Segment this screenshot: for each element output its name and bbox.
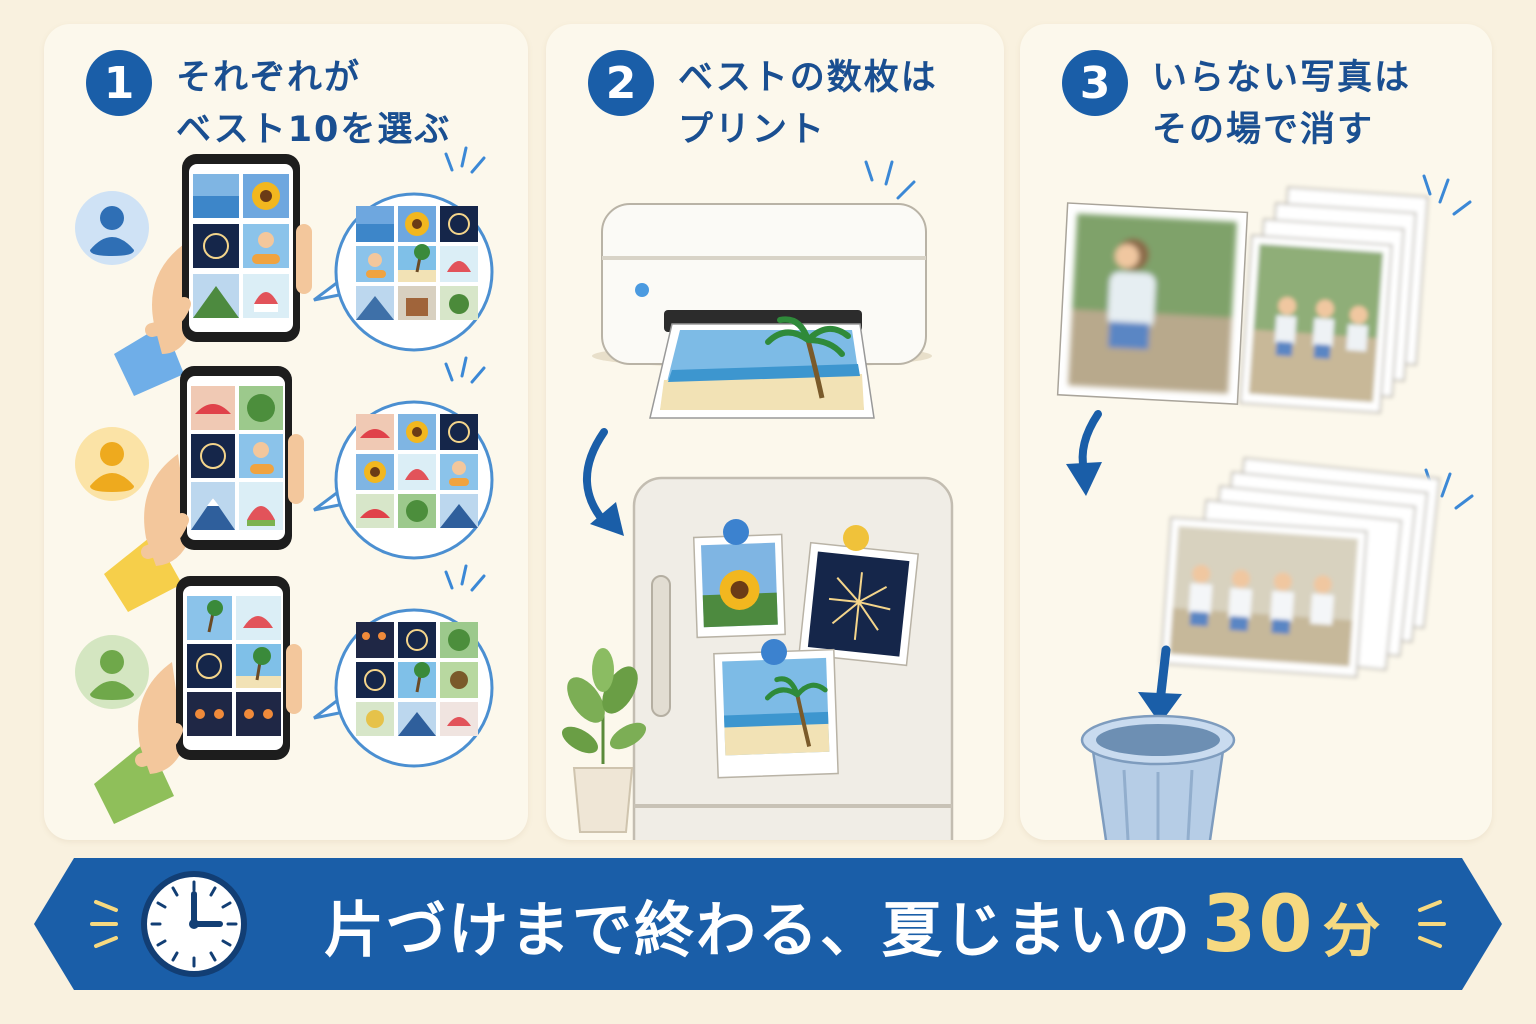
user-row-1 <box>75 146 494 396</box>
magnet-icon <box>843 525 869 551</box>
smartphone-icon <box>176 576 290 760</box>
banner-sparkle-right <box>1418 900 1446 948</box>
step-2-number-badge: 2 <box>588 50 654 116</box>
printer-icon <box>592 203 932 419</box>
magnet-photo-fireworks <box>798 541 920 667</box>
clock-icon <box>141 871 247 977</box>
smartphone-icon <box>182 154 300 342</box>
step-1-title: それぞれが ベスト10を選ぶ <box>176 52 451 156</box>
step-3-illustration <box>1056 174 1474 840</box>
user-avatar-icon <box>75 635 149 709</box>
smartphone-icon <box>180 366 292 550</box>
step-1-header: 1 それぞれが ベスト10を選ぶ <box>86 50 451 156</box>
step-3-number-badge: 3 <box>1062 50 1128 116</box>
banner-sparkle-left <box>90 900 118 948</box>
step-3-header: 3 いらない写真は その場で消す <box>1062 50 1411 156</box>
banner-text: 片づけまで終わる、夏じまいの <box>324 896 1192 966</box>
magnet-icon <box>761 639 787 665</box>
blurry-photo-stack <box>1239 186 1429 414</box>
step-3-panel: 3 いらない写真は その場で消す <box>1020 24 1492 840</box>
step-2-panel: 2 ベストの数枚は プリント <box>546 24 1004 840</box>
step-1-title-line2: ベスト10を選ぶ <box>176 110 452 150</box>
user-row-3 <box>75 564 494 824</box>
user-row-2 <box>75 356 494 612</box>
magnet-photo-beach <box>713 648 839 779</box>
step-1-illustration <box>75 146 494 824</box>
user-avatar-icon <box>75 191 149 265</box>
step-3-title-line1: いらない写真は <box>1152 58 1412 98</box>
blurry-photo-large <box>1056 202 1249 405</box>
step-3-title-line2: その場で消す <box>1152 110 1375 150</box>
magnet-icon <box>723 519 749 545</box>
blurry-photo-stack-lower <box>1160 457 1441 678</box>
step-2-illustration <box>561 160 954 840</box>
down-arrow-icon <box>582 428 624 536</box>
banner-number: 30 <box>1202 880 1315 970</box>
user-avatar-icon <box>75 427 149 501</box>
plant-icon <box>561 648 647 833</box>
banner-unit: 分 <box>1322 897 1383 965</box>
step-3-title: いらない写真は その場で消す <box>1152 52 1411 156</box>
speech-bubble-icon <box>313 192 494 352</box>
step-2-title: ベストの数枚は プリント <box>678 52 938 156</box>
step-2-title-line2: プリント <box>678 110 827 150</box>
down-arrow-icon <box>1066 410 1102 496</box>
banner-shape <box>34 858 1502 990</box>
step-2-header: 2 ベストの数枚は プリント <box>588 50 938 156</box>
speech-bubble-icon <box>313 608 494 768</box>
step-2-title-line1: ベストの数枚は <box>678 58 938 98</box>
step-1-panel: 1 それぞれが ベスト10を選ぶ <box>44 24 528 840</box>
magnet-photo-sunflower <box>692 533 786 639</box>
step-1-number-badge: 1 <box>86 50 152 116</box>
trash-can-icon <box>1080 714 1236 840</box>
speech-bubble-icon <box>313 400 494 560</box>
step-1-title-line1: それぞれが <box>176 58 362 98</box>
printed-photo <box>649 316 875 419</box>
